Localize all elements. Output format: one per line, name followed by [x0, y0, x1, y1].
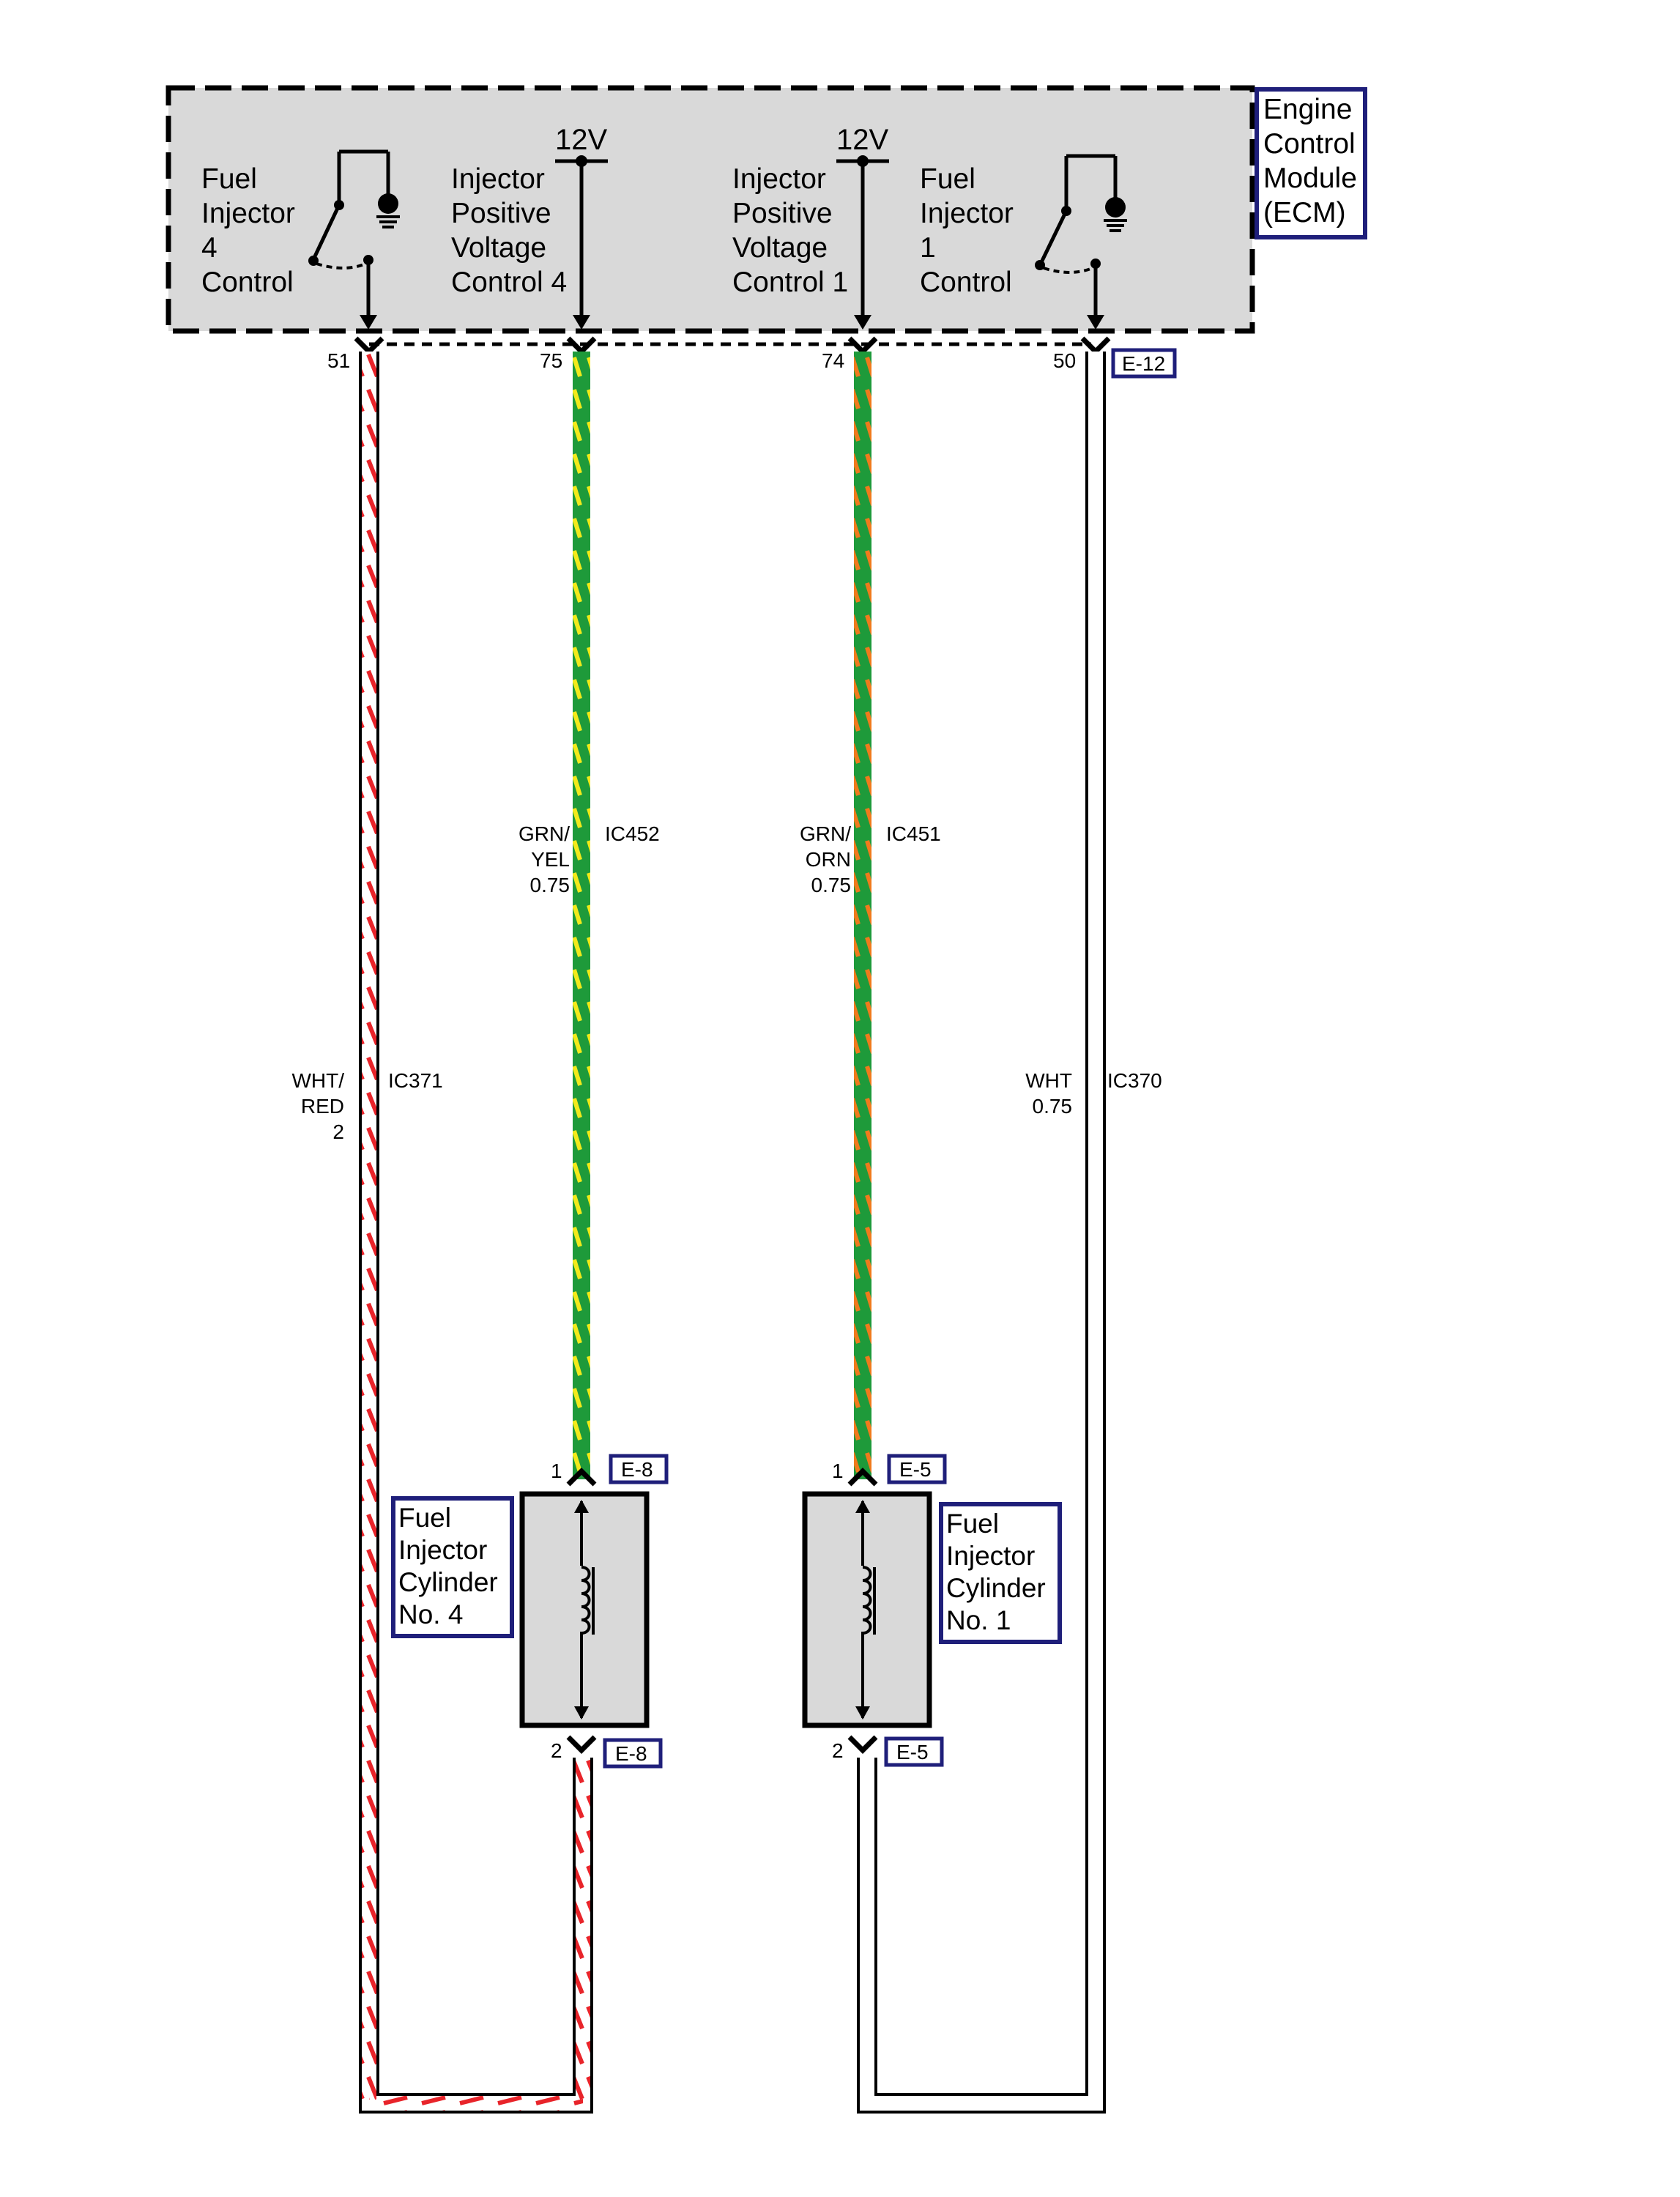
svg-text:Injector: Injector: [732, 163, 826, 195]
connector-e5-bottom-tag: E-5: [884, 1736, 944, 1767]
wire-ic451-label: GRN/ ORN 0.75 IC451: [800, 822, 941, 896]
inj-pos1-label: Injector Positive Voltage Control 1: [732, 163, 848, 298]
svg-text:Injector: Injector: [398, 1535, 487, 1565]
pin-51: 51: [327, 349, 350, 372]
ecm-label-line-4: (ECM): [1263, 197, 1346, 228]
svg-text:Positive: Positive: [732, 198, 833, 229]
svg-text:Injector: Injector: [201, 198, 295, 229]
svg-text:E-12: E-12: [1122, 352, 1165, 375]
supply-12v-left: 12V: [555, 124, 608, 330]
svg-text:Injector: Injector: [451, 163, 545, 195]
svg-text:GRN/: GRN/: [519, 822, 570, 845]
wire-ic371: [359, 352, 593, 2114]
svg-text:RED: RED: [301, 1095, 344, 1118]
svg-text:E-5: E-5: [896, 1741, 929, 1763]
injector-cyl1: [802, 1468, 932, 1754]
ecm-label-tag: Engine Control Module (ECM): [1255, 87, 1367, 239]
svg-text:0.75: 0.75: [811, 874, 852, 896]
coil-icon: [577, 1566, 595, 1635]
svg-text:IC370: IC370: [1107, 1069, 1162, 1092]
svg-text:WHT/: WHT/: [291, 1069, 344, 1092]
pin-inj1-bottom: 2: [832, 1739, 844, 1762]
pin-inj1-top: 1: [832, 1460, 844, 1482]
svg-text:12V: 12V: [836, 124, 888, 156]
pin-inj4-bottom: 2: [551, 1739, 562, 1762]
wire-ic451: [854, 352, 871, 1479]
svg-text:No. 4: No. 4: [398, 1599, 463, 1629]
svg-text:No. 1: No. 1: [946, 1605, 1011, 1635]
inj-pos4-label: Injector Positive Voltage Control 4: [451, 163, 567, 298]
wire-ic370-label: WHT 0.75 IC370: [1025, 1069, 1161, 1118]
injector-cyl4-label: Fuel Injector Cylinder No. 4: [391, 1496, 514, 1638]
svg-text:Fuel: Fuel: [946, 1509, 999, 1539]
connector-e12-tag: E-12: [1111, 348, 1177, 379]
svg-text:WHT: WHT: [1025, 1069, 1072, 1092]
svg-text:Cylinder: Cylinder: [946, 1573, 1046, 1603]
injector-cyl1-label: Fuel Injector Cylinder No. 1: [939, 1502, 1062, 1644]
svg-text:E-8: E-8: [621, 1458, 653, 1481]
svg-text:Positive: Positive: [451, 198, 551, 229]
svg-text:Cylinder: Cylinder: [398, 1567, 498, 1597]
supply-12v-right: 12V: [836, 124, 889, 330]
switch-inj1-icon: [1035, 154, 1127, 330]
connector-e8-top-tag: E-8: [609, 1454, 669, 1484]
ecm-module: [166, 85, 1255, 346]
svg-text:Injector: Injector: [920, 198, 1014, 229]
svg-text:E-8: E-8: [615, 1742, 647, 1765]
svg-text:IC371: IC371: [388, 1069, 443, 1092]
coil-icon: [858, 1566, 876, 1635]
svg-text:GRN/: GRN/: [800, 822, 851, 845]
pin-50: 50: [1053, 349, 1076, 372]
svg-text:Control: Control: [201, 267, 294, 298]
svg-text:Control 4: Control 4: [451, 267, 567, 298]
svg-text:Fuel: Fuel: [398, 1503, 451, 1533]
wire-ic371-label: WHT/ RED 2 IC371: [291, 1069, 442, 1143]
inj4-control-label: Fuel Injector 4 Control: [201, 163, 295, 298]
inj1-control-label: Fuel Injector 1 Control: [920, 163, 1014, 298]
svg-text:IC452: IC452: [605, 822, 660, 845]
svg-text:E-5: E-5: [899, 1458, 932, 1481]
connector-e8-bottom-tag: E-8: [603, 1738, 663, 1769]
svg-text:IC451: IC451: [886, 822, 941, 845]
svg-text:YEL: YEL: [531, 848, 570, 871]
svg-text:4: 4: [201, 232, 218, 264]
ecm-pin-carets: [354, 336, 1111, 355]
connector-e5-top-tag: E-5: [887, 1454, 947, 1484]
svg-text:Control 1: Control 1: [732, 267, 848, 298]
ecm-label-line-3: Module: [1263, 163, 1357, 194]
ecm-label-line-1: Engine: [1263, 94, 1352, 125]
ecm-label-line-2: Control: [1263, 128, 1356, 160]
svg-text:0.75: 0.75: [530, 874, 570, 896]
pin-inj4-top: 1: [551, 1460, 562, 1482]
wire-ic370: [857, 352, 1106, 2114]
switch-inj4-icon: [308, 149, 400, 330]
svg-text:Voltage: Voltage: [451, 232, 546, 264]
svg-text:Fuel: Fuel: [201, 163, 257, 195]
svg-text:Fuel: Fuel: [920, 163, 975, 195]
pin-75: 75: [540, 349, 562, 372]
svg-text:0.75: 0.75: [1033, 1095, 1073, 1118]
injector-cyl4: [519, 1468, 650, 1754]
svg-text:12V: 12V: [555, 124, 607, 156]
svg-text:1: 1: [920, 232, 936, 264]
wire-ic452: [573, 352, 590, 1479]
wire-ic452-label: GRN/ YEL 0.75 IC452: [519, 822, 660, 896]
pin-74: 74: [822, 349, 844, 372]
svg-text:Voltage: Voltage: [732, 232, 828, 264]
svg-text:2: 2: [332, 1120, 344, 1143]
svg-text:ORN: ORN: [806, 848, 851, 871]
svg-text:Injector: Injector: [946, 1541, 1035, 1571]
svg-text:Control: Control: [920, 267, 1012, 298]
